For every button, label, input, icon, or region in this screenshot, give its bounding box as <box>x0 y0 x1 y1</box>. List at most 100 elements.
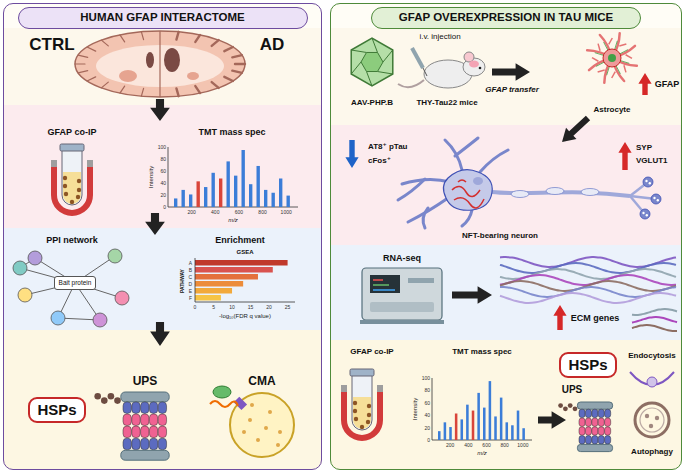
right-bands <box>330 3 682 470</box>
magnet-tip <box>341 385 347 392</box>
cargo <box>645 414 649 418</box>
figure-label: i.v. injection <box>419 33 460 41</box>
screen-line <box>373 279 383 281</box>
vesicle <box>646 214 648 216</box>
protein-node <box>115 291 129 305</box>
capsid-facet <box>361 52 383 71</box>
vesicle <box>645 180 647 182</box>
ecm-fiber <box>632 309 677 315</box>
proteasome-subunit <box>592 409 598 417</box>
sulcus <box>224 47 233 51</box>
dendrite <box>455 138 478 156</box>
spectrum-peak <box>517 411 520 440</box>
figure-label: 200 <box>187 210 195 215</box>
brain-section <box>75 31 245 97</box>
band <box>3 228 322 330</box>
figure-label: SYP <box>636 144 652 152</box>
figure-label: GSEA <box>236 249 253 255</box>
capsid-facet <box>351 50 366 52</box>
figure-label: 1000 <box>517 443 528 448</box>
lysosome-content <box>250 403 254 407</box>
spectrum-peak <box>506 422 509 440</box>
autophagosome <box>635 403 669 437</box>
mouse-eye <box>479 67 482 70</box>
syringe <box>412 48 423 68</box>
mass-spectrum <box>168 147 298 207</box>
astrocyte-branch <box>619 44 626 46</box>
vesicle <box>642 212 644 214</box>
neuron <box>398 138 661 228</box>
figure-label: Astrocyte <box>594 106 631 114</box>
flow-arrow <box>150 99 170 121</box>
figure-label: TMT mass spec <box>452 348 512 356</box>
node-text: HSPs <box>568 356 607 373</box>
magnet <box>54 165 90 213</box>
sulcus <box>141 88 143 96</box>
astrocyte-soma <box>603 49 621 67</box>
proteasome-subunit <box>605 418 611 426</box>
protein-node <box>18 288 32 302</box>
mass-spectrum <box>432 378 532 440</box>
ecm-fiber <box>500 263 676 273</box>
spectrum-peak <box>272 193 275 207</box>
proteasome-subunit <box>132 402 140 414</box>
ubiquitin <box>114 397 121 404</box>
lysosome-content <box>256 438 260 442</box>
band <box>3 28 322 105</box>
proteasome-subunit <box>598 418 604 426</box>
bead <box>63 176 67 180</box>
protein-node <box>51 311 65 325</box>
figure-label: 600 <box>235 210 243 215</box>
figure-label: CMA <box>248 375 275 387</box>
tube-liquid <box>63 172 81 204</box>
spectrum-peak <box>242 150 245 207</box>
sulcus <box>141 32 143 40</box>
spectrum-peak <box>287 196 290 207</box>
figure-label: -log₁₀(FDR q value) <box>219 313 271 319</box>
figure-label: 60 <box>424 400 430 405</box>
sulcus <box>195 35 200 42</box>
spectrum-peak <box>472 411 475 440</box>
band <box>330 125 682 245</box>
proteasome-subunit <box>132 426 140 438</box>
figure-label: m/z <box>228 217 238 223</box>
figure-label: AT8⁺ pTau <box>368 143 407 151</box>
protein-node <box>13 261 27 275</box>
proteasome-subunit <box>579 418 585 426</box>
proteasome-subunit <box>158 414 166 426</box>
myelin <box>546 188 564 195</box>
astrocyte-branch <box>598 70 605 72</box>
sulcus <box>232 71 242 73</box>
autophagosome-inner <box>640 408 664 432</box>
enrichment-chart <box>195 258 295 302</box>
sequencer-base <box>360 320 444 324</box>
ubiquitin <box>563 406 568 411</box>
flow-arrow <box>553 305 566 330</box>
figure-label: 1000 <box>281 210 292 215</box>
proteasome <box>94 392 169 460</box>
astrocyte-branch <box>598 44 600 51</box>
proteasome-subunit <box>141 402 149 414</box>
astrocyte-branch <box>612 72 616 78</box>
dendrite <box>462 210 472 226</box>
panel-bands <box>3 3 682 470</box>
bead <box>70 200 74 204</box>
spectrum-peak <box>257 166 260 207</box>
proteasome-cap <box>121 392 169 402</box>
proteasome-subunit <box>149 402 157 414</box>
figure-label: 10 <box>229 305 235 310</box>
node-text: Bait protein <box>59 279 92 286</box>
proteasome-cap <box>577 444 612 451</box>
panel-header: GFAP OVEREXPRESSION IN TAU MICE <box>371 7 641 29</box>
flow-arrow <box>618 142 631 170</box>
endocytic-vesicle <box>647 377 657 387</box>
bead <box>354 417 358 421</box>
spectrum-peak <box>494 416 497 440</box>
spectrum-peak <box>466 405 469 440</box>
figure-label: Intensity <box>148 166 154 188</box>
aav-capsid <box>351 38 393 86</box>
bead <box>63 184 67 188</box>
proteasome-subunit <box>598 409 604 417</box>
spectrum-peak <box>461 419 464 440</box>
band <box>3 330 322 470</box>
